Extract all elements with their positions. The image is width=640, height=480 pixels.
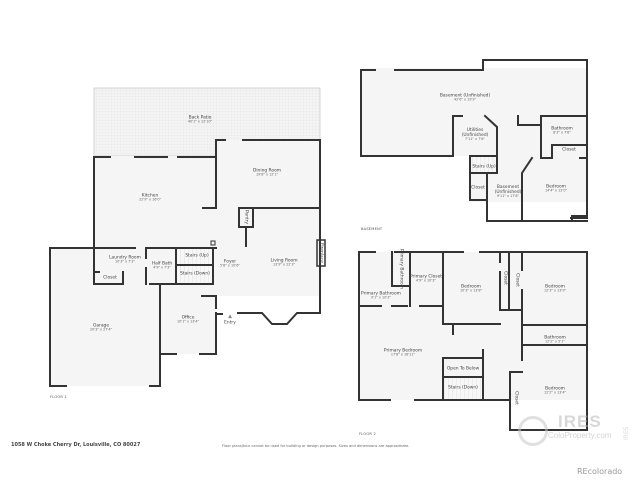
room-primary-bathroom: Primary Bathroom 9'1" x 10'3" (361, 291, 401, 300)
room-bathroom: Bathroom 8'3" x 7'8" (551, 126, 573, 135)
room-primary-bedroom: Primary Bedroom 17'8" x 16'11" (383, 348, 423, 357)
room-laundry-room: Laundry Room 10'3" x 7'3" (109, 255, 141, 264)
basement-label: BASEMENT (361, 227, 383, 231)
room-back-patio: Back Patio 40'1" x 12'10" (187, 115, 213, 124)
room-primary-bathroom-small: Primary Bathroom (398, 249, 404, 289)
room-foyer: Foyer 5'8" x 10'6" (220, 259, 240, 268)
room-closet-b: Closet (514, 273, 520, 287)
room-bedroom-center: Bedroom 10'3" x 13'8" (459, 284, 483, 293)
stairs-up-basement: Stairs (Up) (472, 164, 496, 170)
room-basement-small: Basement (Unfinished) 9'11" x 17'8" (494, 184, 522, 199)
house-logo-icon (518, 416, 548, 446)
floor2-plan (358, 251, 588, 431)
property-address: 1058 W Choke Cherry Dr, Louisville, CO 8… (11, 442, 141, 448)
entry-arrow-icon: ▲ (228, 313, 232, 320)
room-half-bath: Half Bath 4'9" x 7'3" (151, 261, 173, 270)
stairs-down: Stairs (Down) (180, 271, 210, 277)
room-closet-a: Closet (502, 271, 508, 285)
room-closet-c: Closet (513, 391, 519, 405)
room-bedroom-basement: Bedroom 14'4" x 12'0" (544, 184, 568, 193)
open-to-below: Open To Below (446, 366, 480, 372)
room-bathroom-f2: Bathroom 12'2" x 5'1" (544, 335, 566, 344)
room-living-room: Living Room 13'9" x 22'3" (270, 258, 298, 267)
fireplace: Fireplace (318, 243, 324, 263)
room-office: Office 10'1" x 13'4" (176, 315, 200, 324)
recolorado-brand: REcolorado (577, 467, 623, 476)
room-dining-room: Dining Room 19'8" x 12'1" (252, 168, 282, 177)
room-closet-right: Closet (562, 147, 576, 153)
room-pantry: Pantry (243, 209, 249, 225)
room-garage: Garage 20'3" x 27'4" (89, 323, 113, 332)
room-kitchen: Kitchen 22'9" x 16'0" (138, 193, 162, 202)
disclaimer: Floor plans/tour cannot be used for buil… (222, 444, 410, 448)
room-primary-closet: Primary Closet 4'9" x 10'3" (409, 274, 443, 283)
stairs-down-f2: Stairs (Down) (448, 385, 478, 391)
room-basement-unfinished: Basement (Unfinished) 42'6" x 19'9" (439, 93, 491, 102)
room-utilities: Utilities (Unfinished) 7'11" x 7'6" (461, 127, 489, 142)
floor2-label: FLOOR 2 (359, 432, 376, 436)
entry-marker: ▲ Entry (224, 313, 236, 326)
room-closet-left: Closet (471, 185, 485, 191)
floor1-label: FLOOR 1 (50, 395, 67, 399)
ires-watermark: IRES ColoProperty.com IRES (518, 412, 636, 446)
basement-plan (360, 59, 588, 222)
room-closet: Closet (103, 275, 117, 281)
stairs-up: Stairs (Up) (185, 253, 209, 259)
floor1-plan (49, 87, 326, 387)
room-bedroom-right: Bedroom 12'3" x 13'9" (543, 284, 567, 293)
room-bedroom-bottom: Bedroom 12'2" x 13'4" (543, 386, 567, 395)
